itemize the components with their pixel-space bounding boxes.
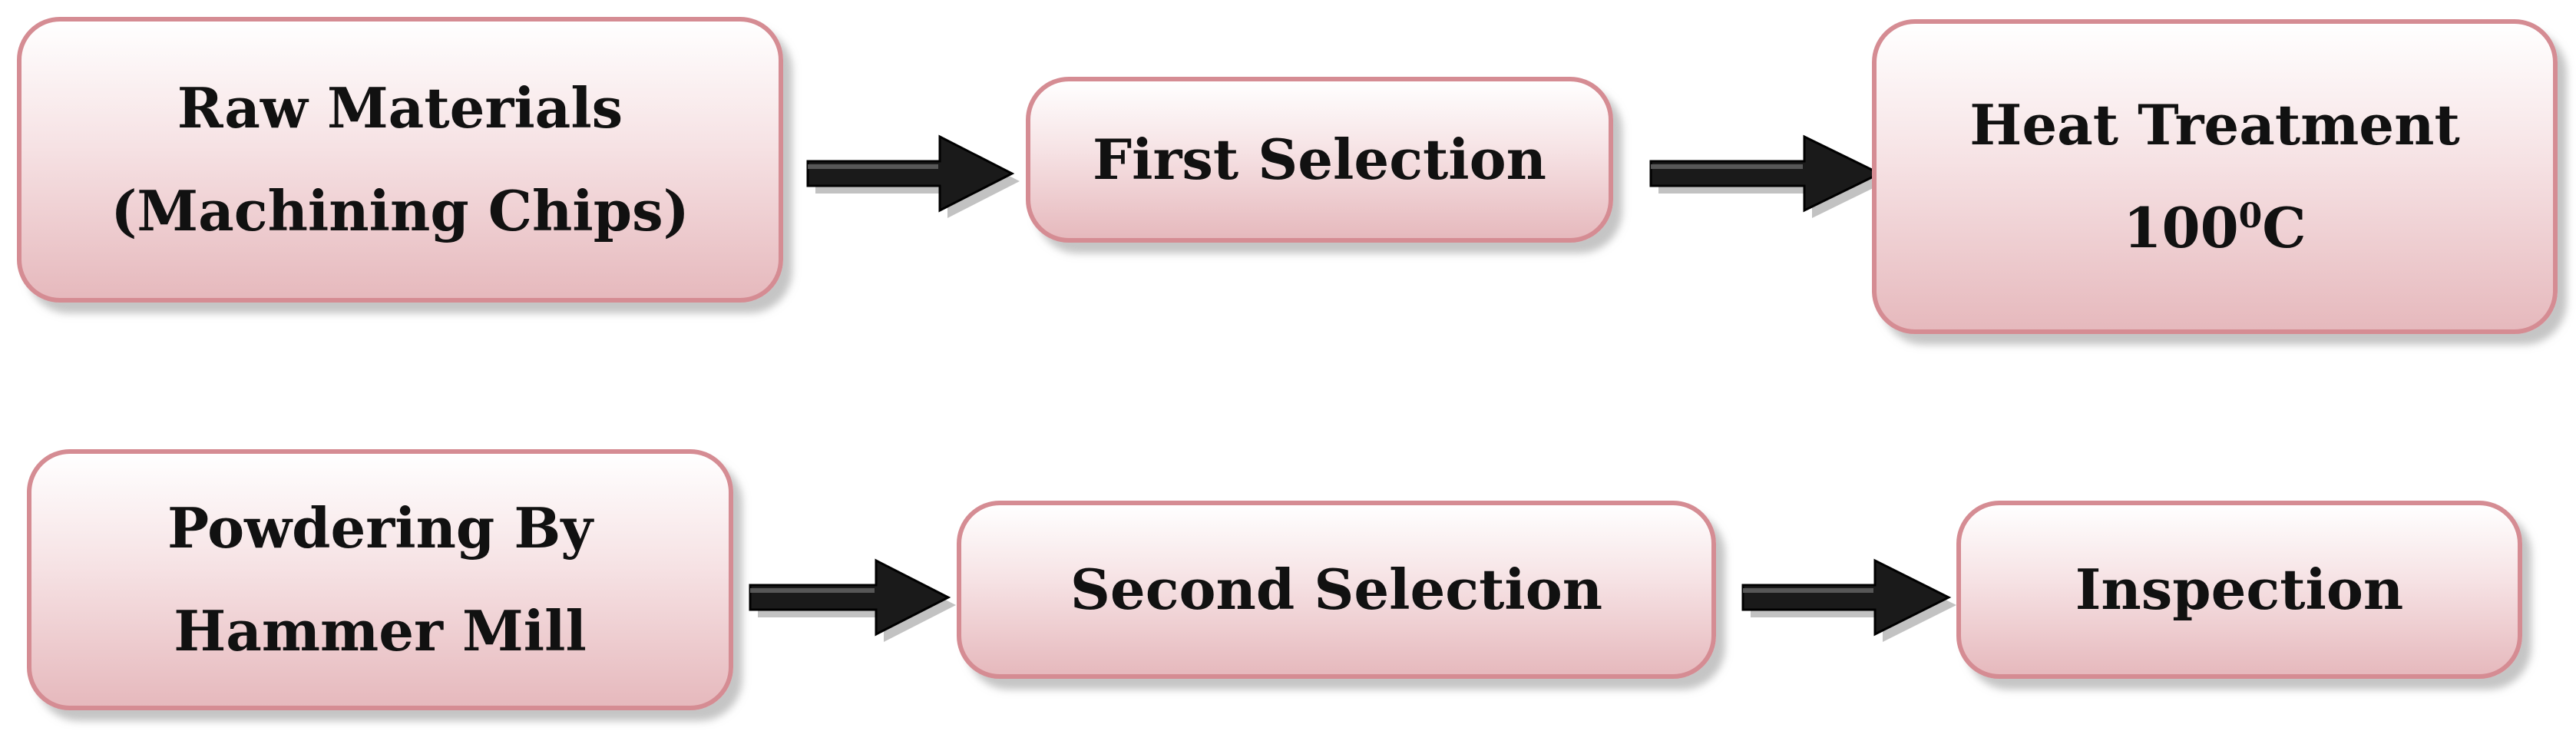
step-label-line: Powdering By [167, 495, 594, 561]
arrow-right-icon [806, 134, 1020, 218]
step-label-line: Second Selection [1070, 557, 1603, 622]
step-raw-materials: Raw Materials (Machining Chips) [17, 17, 783, 303]
step-inspection: Inspection [1956, 501, 2522, 679]
step-label-line: Heat Treatment [1969, 92, 2460, 157]
temperature-label: 1000C [2123, 177, 2306, 280]
step-label-line: Inspection [2075, 557, 2404, 622]
arrow-right-icon [749, 558, 956, 642]
temperature-unit: C [2262, 195, 2306, 260]
step-second-selection: Second Selection [957, 501, 1716, 679]
arrow-right-icon [1741, 558, 1956, 642]
step-powdering: Powdering By Hammer Mill [27, 449, 733, 710]
arrow-right-icon [1649, 134, 1887, 218]
temperature-superscript: 0 [2238, 197, 2263, 236]
step-label-line: (Machining Chips) [111, 178, 689, 243]
step-label-line: First Selection [1092, 127, 1547, 192]
step-label-line: Raw Materials [177, 75, 623, 141]
step-label-line: Hammer Mill [174, 598, 587, 663]
step-first-selection: First Selection [1026, 77, 1613, 243]
step-heat-treatment: Heat Treatment 1000C [1872, 19, 2558, 334]
temperature-value: 100 [2123, 195, 2239, 260]
